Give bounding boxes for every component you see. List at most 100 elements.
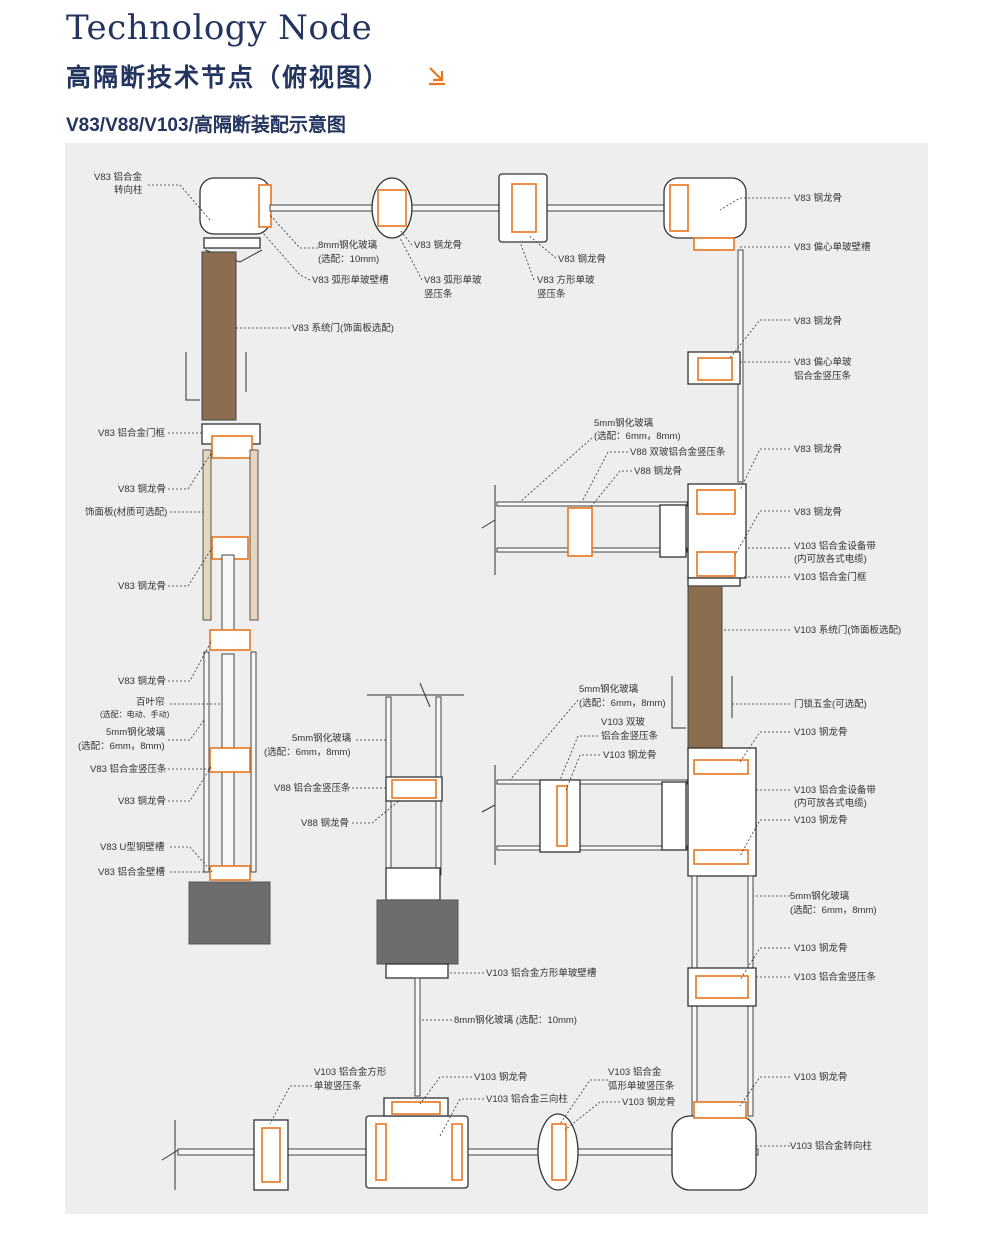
v88-double-glass-stop <box>385 776 443 802</box>
diagram-subtitle: V83/V88/V103/高隔断装配示意图 <box>66 115 346 136</box>
label: V103 铝合金方形单玻壁槽 <box>486 967 597 979</box>
label: 竖压条 <box>424 288 453 300</box>
v83-stud-4 <box>209 747 251 773</box>
label: V83 方形单玻 <box>537 274 595 286</box>
label: V83 钢龙骨 <box>794 443 842 455</box>
break-line-v88 <box>481 485 496 575</box>
label: V103 系统门(饰面板选配) <box>794 624 901 636</box>
label: V88 铝合金竖压条 <box>274 782 351 794</box>
label: V103 双玻 <box>601 716 645 728</box>
label: (选配：10mm) <box>318 253 379 265</box>
page-title-cn: 高隔断技术节点（俯视图） <box>66 64 391 92</box>
v83-door-frame <box>201 423 261 459</box>
label: 8mm钢化玻璃 <box>318 239 377 251</box>
label: (内可放各式电缆) <box>794 553 867 565</box>
label: V88 钢龙骨 <box>634 465 682 477</box>
label: V83 铝合金门框 <box>98 427 166 439</box>
glass-left-b <box>250 651 257 873</box>
arrow-down-right-icon <box>429 67 445 86</box>
v103-service-channel-bottom <box>687 747 757 877</box>
veneer-panel-left <box>202 449 212 621</box>
glass-v103-branch-b <box>496 845 688 851</box>
glass-8mm-center <box>414 977 421 1097</box>
diagram-labels: V83 铝合金 转向柱 8mm钢化玻璃 (选配：10mm) V83 钢龙骨 V8… <box>78 171 901 1152</box>
label: V103 铝合金竖压条 <box>794 971 876 983</box>
label: (选配：6mm，8mm) <box>790 904 877 916</box>
label: 饰面板(材质可选配) <box>85 506 167 518</box>
v103-double-glass-stop <box>539 779 581 853</box>
v83-square-glass-stop <box>498 173 548 243</box>
label: 百叶帘 <box>136 696 165 708</box>
v83-eccentric-stop <box>687 351 741 385</box>
label: (选配：6mm，8mm) <box>78 740 165 752</box>
label: 5mm钢化玻璃 <box>594 417 653 429</box>
v83-stud-3 <box>209 629 251 651</box>
label: V103 钢龙骨 <box>794 726 847 738</box>
v88-stud <box>567 507 593 557</box>
label: V103 铝合金门框 <box>794 571 867 583</box>
v103-square-stop-bottom <box>253 1119 289 1191</box>
wall-block-left <box>188 881 271 945</box>
page-title-en: Technology Node <box>66 8 373 48</box>
label: V83 钢龙骨 <box>794 506 842 518</box>
break-line-v103 <box>481 765 496 865</box>
wall-block-center <box>376 899 459 965</box>
label: V103 铝合金设备带 <box>794 540 876 552</box>
label: V103 钢龙骨 <box>794 1071 847 1083</box>
label: V83 钢龙骨 <box>118 795 166 807</box>
label: V83 钢龙骨 <box>414 239 462 251</box>
label: 转向柱 <box>114 184 143 196</box>
label: V83 铝合金壁槽 <box>98 866 166 878</box>
v103-arc-stop-bottom <box>537 1113 579 1191</box>
label: 单玻竖压条 <box>314 1080 362 1092</box>
label: V103 钢龙骨 <box>622 1096 675 1108</box>
label: V103 铝合金方形 <box>314 1066 387 1078</box>
label: 铝合金竖压条 <box>601 730 659 742</box>
label: 5mm钢化玻璃 <box>790 890 849 902</box>
label: V83 钢龙骨 <box>118 675 166 687</box>
label: 弧形单玻竖压条 <box>608 1080 675 1092</box>
v103-square-wall-channel <box>385 963 449 979</box>
label: (选配：6mm，8mm) <box>264 746 351 758</box>
door-handle-right <box>671 676 733 729</box>
v88-wall-channel <box>385 867 441 901</box>
label: V83 钢龙骨 <box>794 315 842 327</box>
label: V83 偏心单玻 <box>794 356 852 368</box>
door-handle-left <box>185 352 247 401</box>
v83-system-door <box>201 251 237 421</box>
label: V83 钢龙骨 <box>118 580 166 592</box>
v83-wall-channel <box>209 865 251 881</box>
label: V103 铝合金 <box>608 1066 662 1078</box>
label: 竖压条 <box>537 288 566 300</box>
break-line-bottom <box>161 1120 179 1190</box>
glass-top-run <box>269 204 665 212</box>
label: V83 系统门(饰面板选配) <box>292 322 394 334</box>
label: V83 弧形单玻壁槽 <box>312 274 389 286</box>
blind-upper <box>221 554 235 634</box>
label: V103 铝合金转向柱 <box>790 1140 872 1152</box>
v103-tee-post <box>365 1097 469 1189</box>
label: V83 钢龙骨 <box>794 192 842 204</box>
label: V88 钢龙骨 <box>301 817 349 829</box>
v83-eccentric-corner <box>663 177 747 251</box>
leader-lines <box>148 184 790 1147</box>
label: V83 钢龙骨 <box>118 483 166 495</box>
label: V103 钢龙骨 <box>794 942 847 954</box>
v83-arc-glass-stop <box>371 177 413 239</box>
label: V103 钢龙骨 <box>794 814 847 826</box>
label: V103 钢龙骨 <box>603 749 656 761</box>
v103-door-frame <box>687 577 741 587</box>
v83-corner-post <box>199 177 272 263</box>
v88-frame <box>659 504 687 558</box>
label: V83 铝合金竖压条 <box>90 763 167 775</box>
label: (选配：6mm，8mm) <box>579 697 666 709</box>
label: 铝合金竖压条 <box>794 370 852 382</box>
label: V83 弧形单玻 <box>424 274 482 286</box>
break-line-center <box>367 682 464 708</box>
label: V88 双玻铝合金竖压条 <box>630 446 726 458</box>
veneer-panel-right <box>249 449 259 621</box>
label: (选配：6mm，8mm) <box>594 430 681 442</box>
label: V103 钢龙骨 <box>474 1071 527 1083</box>
label: V103 铝合金设备带 <box>794 784 876 796</box>
